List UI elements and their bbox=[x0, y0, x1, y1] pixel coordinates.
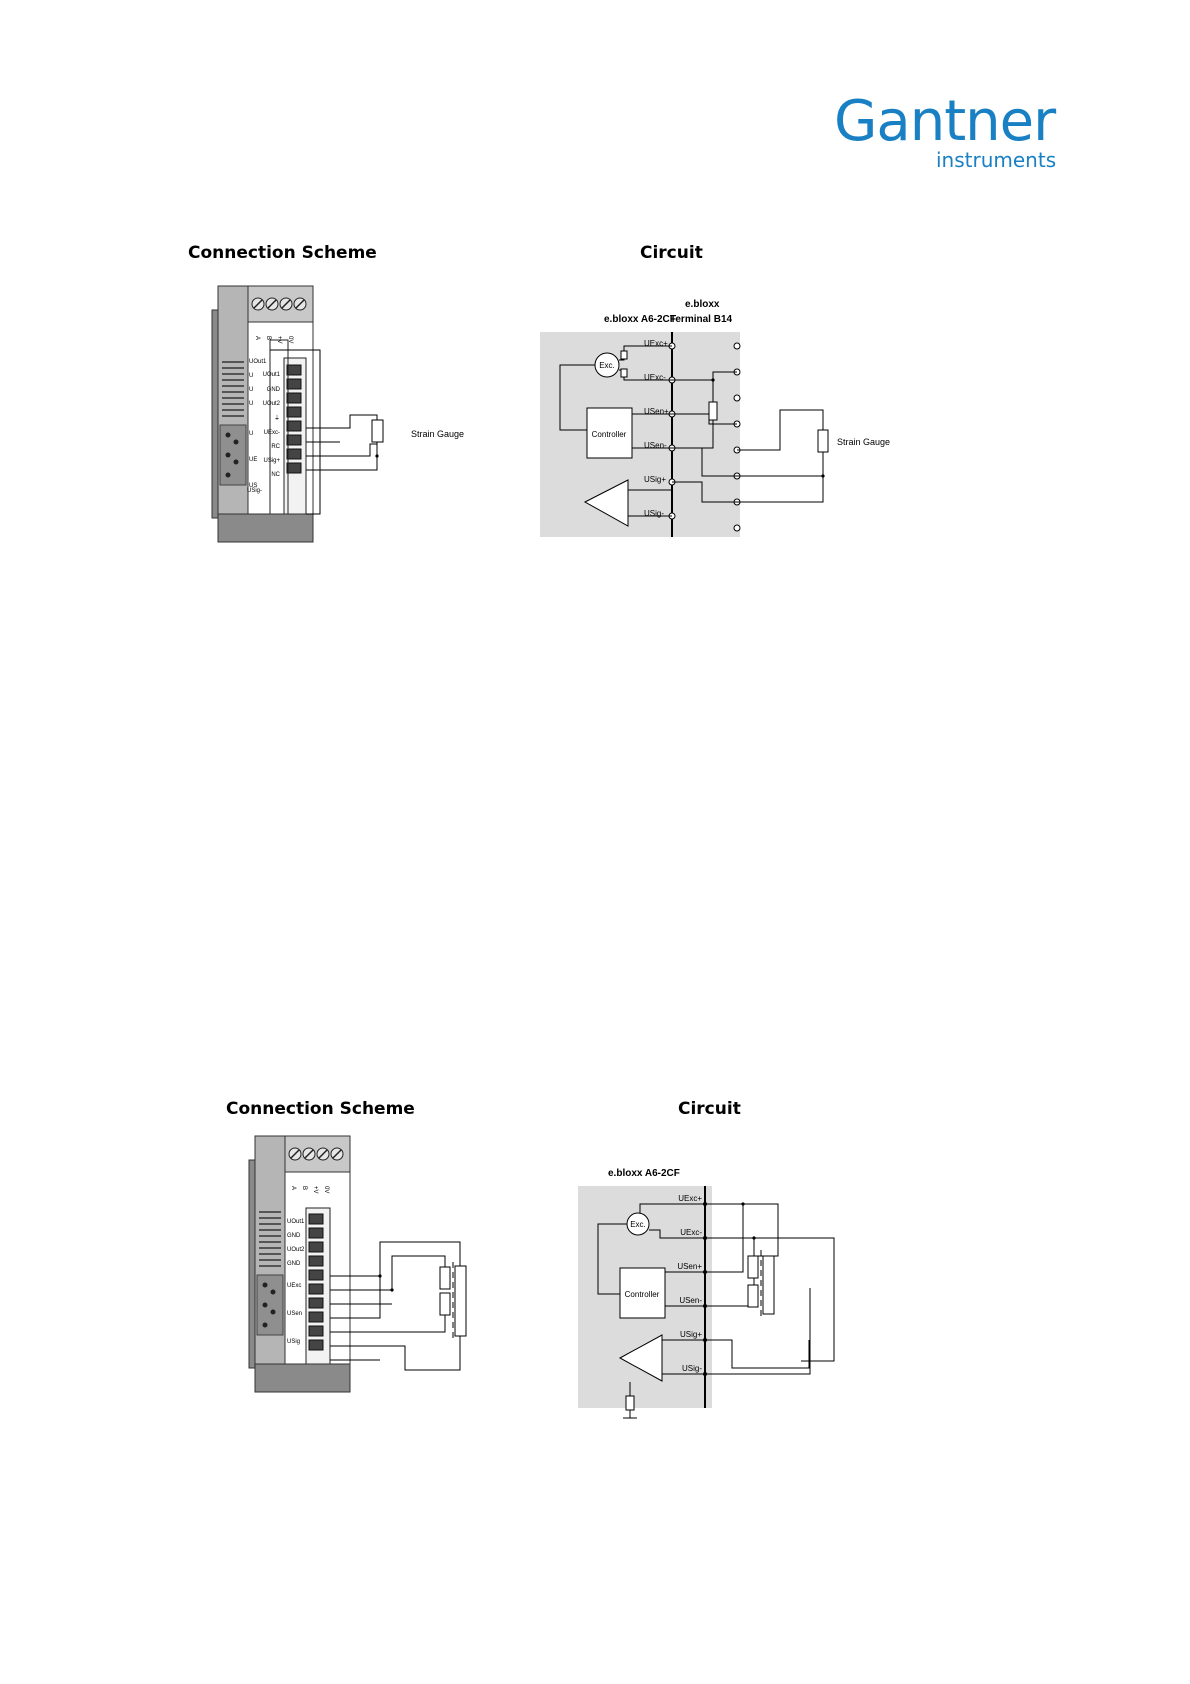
top-terminal-a: A bbox=[254, 336, 260, 340]
side-label: U bbox=[249, 387, 253, 393]
pin-usen-minus: USen- bbox=[679, 1296, 702, 1305]
connection-scheme-heading: Connection Scheme bbox=[188, 243, 377, 263]
pin-label-usig-minus: USig- bbox=[247, 488, 262, 494]
strain-gauge-label: Strain Gauge bbox=[411, 429, 464, 439]
pin-label-gnd: GND bbox=[267, 387, 281, 393]
strain-gauge-label: Strain Gauge bbox=[837, 437, 890, 447]
pin-label-nc: NC bbox=[271, 472, 280, 478]
pin-usen-plus: USen+ bbox=[644, 407, 669, 416]
pin-uexc-plus: UExc+ bbox=[678, 1194, 702, 1203]
connection-scheme-diagram: A B +V 0V UOut1 U U U U UE US UOut1 GND … bbox=[211, 285, 464, 543]
pin-usig-plus: USig+ bbox=[680, 1330, 702, 1339]
pin-label-uout2: UOut2 bbox=[287, 1247, 305, 1253]
pin-usig-minus: USig- bbox=[682, 1364, 702, 1373]
controller-label: Controller bbox=[592, 430, 627, 439]
top-terminal-plusv: +V bbox=[312, 1186, 318, 1194]
top-terminal-a: A bbox=[290, 1186, 296, 1190]
device-label: e.bloxx A6-2CF bbox=[604, 314, 676, 325]
side-label: U bbox=[249, 431, 253, 437]
pin-uexc-minus: UExc- bbox=[680, 1228, 702, 1237]
circuit-heading: Circuit bbox=[640, 243, 703, 263]
circuit-diagram: e.bloxx A6-2CF e.bloxx Terminal B14 UExc… bbox=[540, 299, 890, 537]
circuit-diagram: e.bloxx A6-2CF UExc+ UExc- USen+ USen- U… bbox=[578, 1168, 835, 1419]
top-terminal-0v: 0V bbox=[323, 1186, 329, 1193]
terminal-label-line1: e.bloxx bbox=[685, 299, 720, 310]
side-label: US bbox=[249, 483, 257, 489]
exc-label: Exc. bbox=[599, 361, 615, 370]
circuit-heading: Circuit bbox=[678, 1099, 741, 1119]
pin-label-uexc-minus: UExc- bbox=[264, 430, 280, 436]
pin-usen-plus: USen+ bbox=[677, 1262, 702, 1271]
pin-label-uexc: UExc bbox=[287, 1283, 301, 1289]
pin-label-usen: USen bbox=[287, 1311, 302, 1317]
pin-uexc-minus: UExc- bbox=[644, 373, 666, 382]
gantner-logo: Gantner bbox=[834, 89, 1056, 154]
pin-label-uout2: UOut2 bbox=[263, 401, 281, 407]
pin-label-uout1: UOut1 bbox=[263, 372, 281, 378]
top-terminal-b: B bbox=[301, 1186, 307, 1190]
gantner-logo-tagline: instruments bbox=[936, 148, 1057, 172]
top-terminal-0v: 0V bbox=[287, 336, 293, 343]
terminal-label-line2: Terminal B14 bbox=[670, 314, 732, 325]
pin-label-gnd: GND bbox=[287, 1233, 301, 1239]
side-label: U bbox=[249, 401, 253, 407]
exc-label: Exc. bbox=[630, 1220, 646, 1229]
side-label: U bbox=[249, 373, 253, 379]
pin-label-uout1: UOut1 bbox=[287, 1219, 305, 1225]
pin-uexc-plus: UExc+ bbox=[644, 339, 668, 348]
pin-label-rc: RC bbox=[271, 444, 280, 450]
connection-scheme-heading: Connection Scheme bbox=[226, 1099, 415, 1119]
controller-label: Controller bbox=[625, 1290, 660, 1299]
pin-usig-plus: USig+ bbox=[644, 475, 666, 484]
top-terminal-b: B bbox=[265, 336, 271, 340]
pin-label-gnd: GND bbox=[287, 1261, 301, 1267]
side-label: UOut1 bbox=[249, 359, 267, 365]
device-label: e.bloxx A6-2CF bbox=[608, 1168, 680, 1179]
pin-label-usig: USig bbox=[287, 1339, 300, 1345]
pin-label-ground: ⏚ bbox=[274, 415, 280, 422]
connection-scheme-diagram: A B +V 0V UOut1 GND UOut2 GND UExc USen … bbox=[248, 1135, 467, 1393]
pin-usig-minus: USig- bbox=[644, 509, 664, 518]
pin-usen-minus: USen- bbox=[644, 441, 667, 450]
pin-label-usig-plus: USig+ bbox=[263, 458, 280, 464]
side-label: UE bbox=[249, 457, 257, 463]
